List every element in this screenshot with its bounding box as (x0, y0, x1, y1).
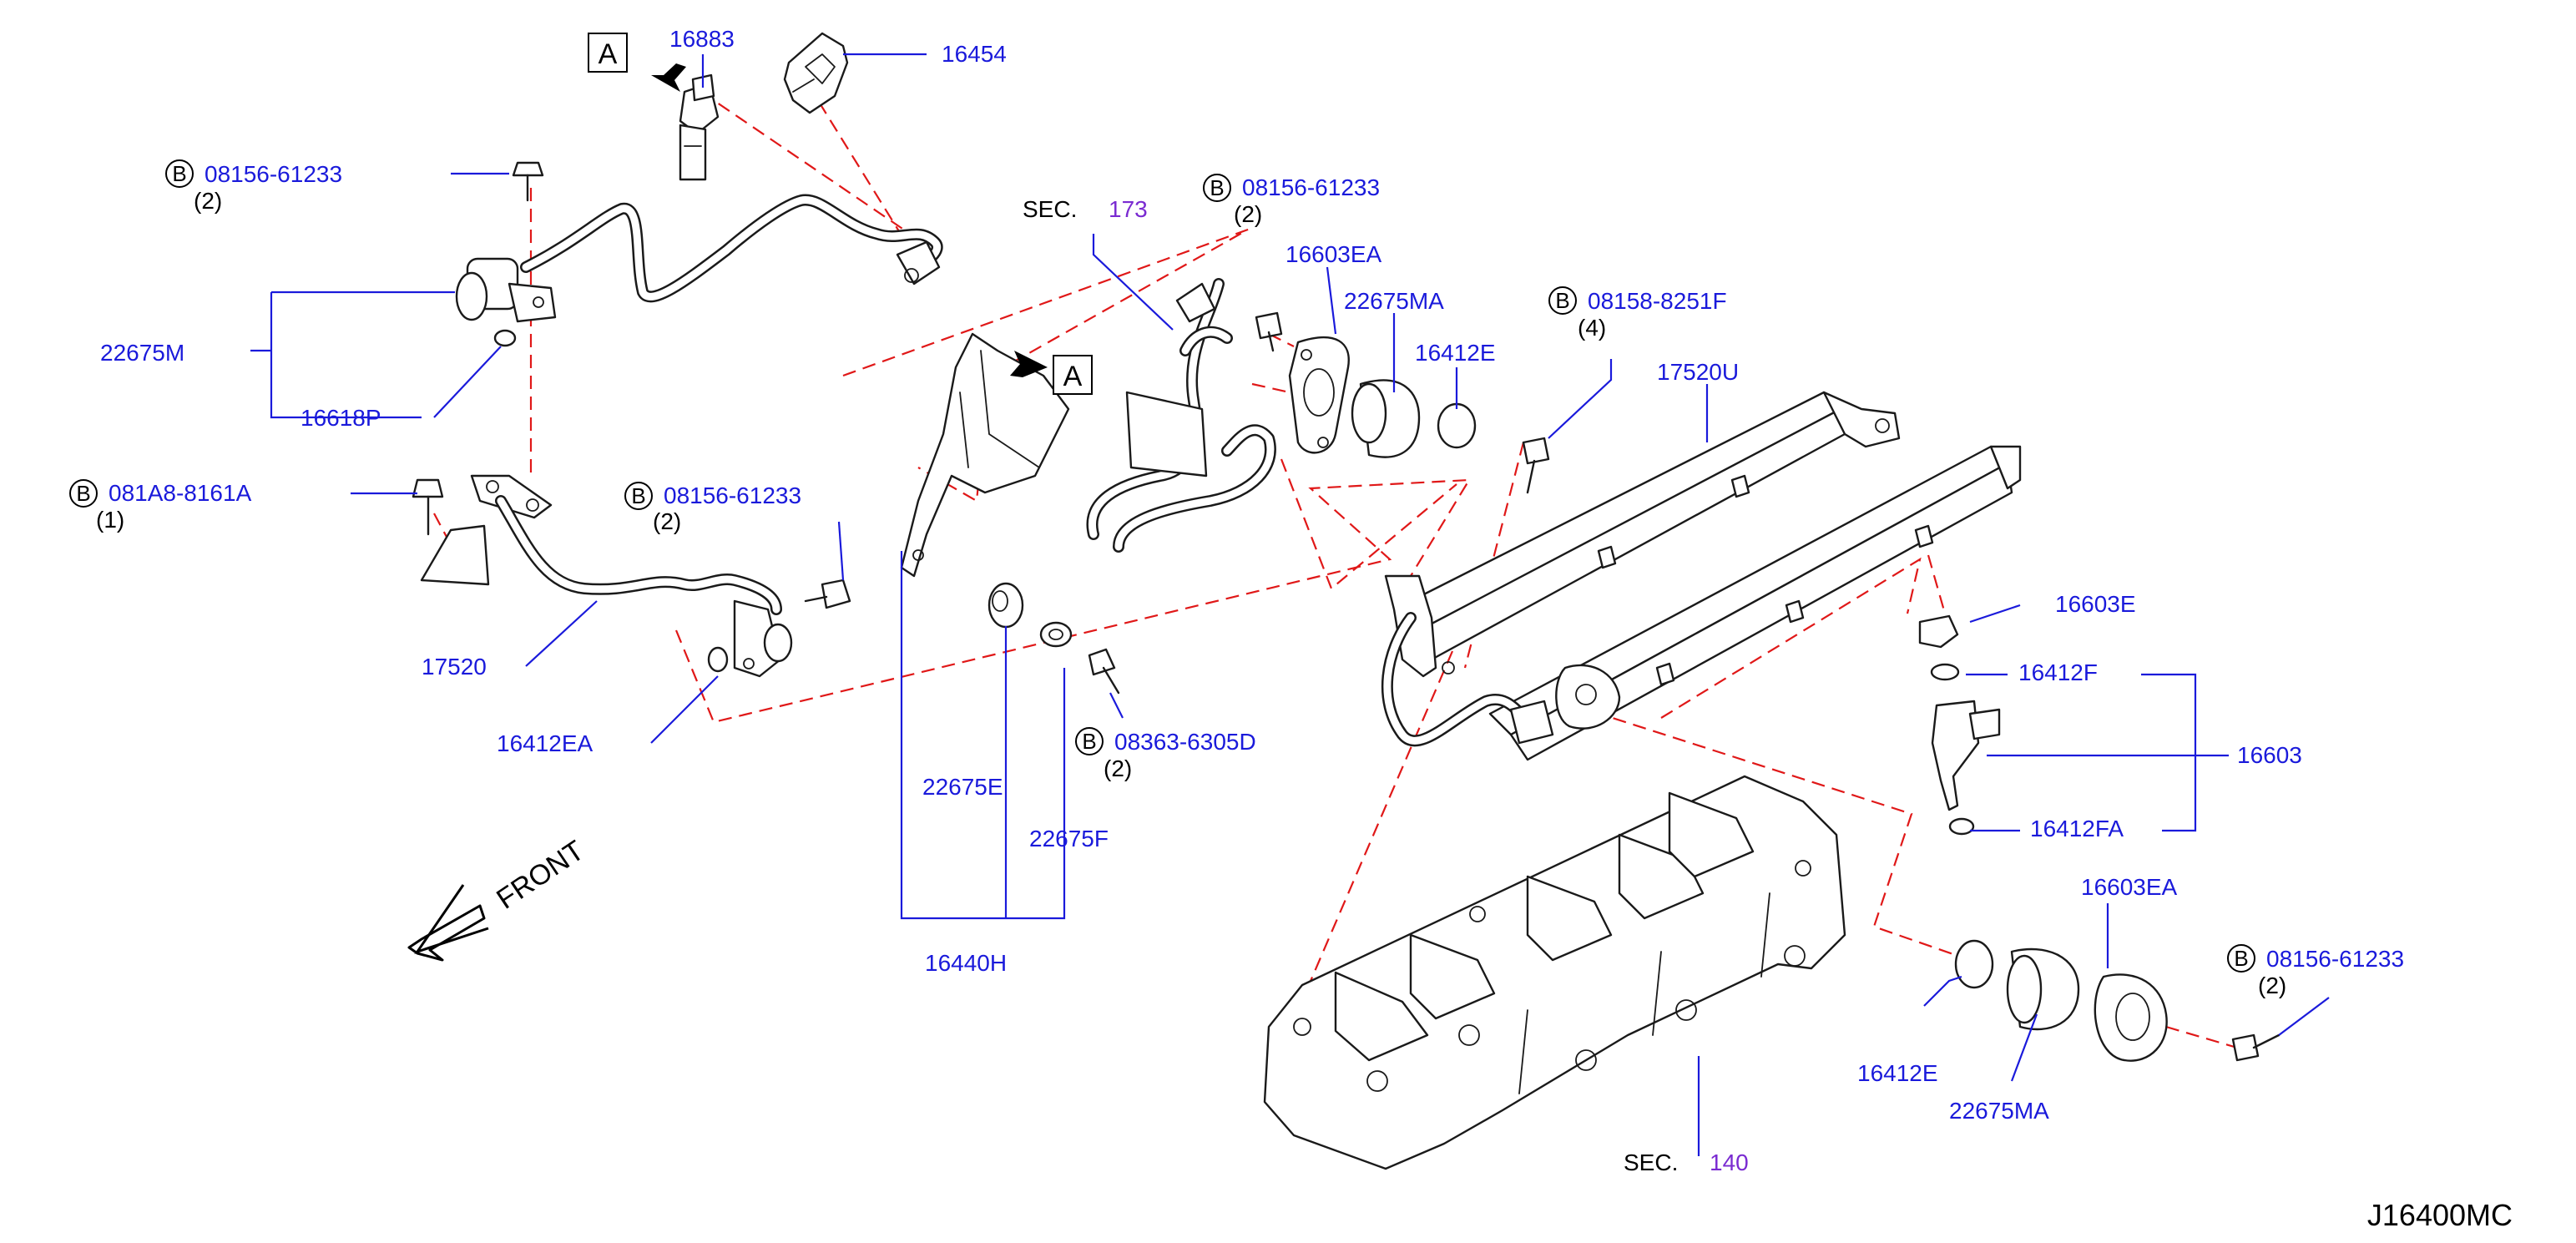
svg-text:B: B (1555, 288, 1569, 313)
part-drawings (412, 32, 2281, 1170)
svg-text:A: A (1063, 361, 1083, 392)
injector-16603 (1918, 614, 2001, 836)
bolt-label-1[interactable]: B 08156-61233 (2) (165, 159, 342, 214)
fuel-feed-pipes (1086, 278, 1276, 553)
clip-16454 (783, 32, 849, 114)
label-16440H[interactable]: 16440H (925, 950, 1007, 976)
svg-text:(2): (2) (1234, 201, 1262, 227)
alignment-lines (433, 66, 2238, 1049)
svg-text:(2): (2) (194, 188, 222, 214)
view-marker-a-mid: A (1010, 351, 1093, 395)
cover-plate-bottom (1954, 939, 2281, 1062)
svg-text:B: B (1210, 175, 1224, 200)
label-17520[interactable]: 17520 (422, 654, 487, 680)
label-16412FA[interactable]: 16412FA (2030, 816, 2124, 841)
section-ref-140[interactable]: SEC. 140 (1624, 1150, 1749, 1175)
bolt-label-2[interactable]: B 081A8-8161A (1) (69, 479, 252, 533)
label-16618P[interactable]: 16618P (301, 405, 381, 431)
bolt-label-3[interactable]: B 08156-61233 (2) (624, 482, 801, 534)
label-16603E[interactable]: 16603E (2055, 591, 2136, 617)
label-22675M[interactable]: 22675M (100, 340, 184, 366)
svg-text:08158-8251F: 08158-8251F (1588, 288, 1727, 314)
label-16412F[interactable]: 16412F (2018, 659, 2098, 685)
part-labels: 16883 16454 22675M 16618P 17520 16412EA … (100, 26, 2302, 1124)
label-16883[interactable]: 16883 (669, 26, 735, 52)
pressure-pipe-upper (455, 194, 943, 347)
fuel-rails (1381, 391, 2022, 761)
view-marker-a-top: A (588, 33, 686, 92)
svg-text:081A8-8161A: 081A8-8161A (109, 480, 252, 506)
svg-text:B: B (631, 483, 645, 508)
svg-text:B: B (172, 161, 186, 186)
svg-text:(4): (4) (1578, 315, 1606, 341)
svg-text:FRONT: FRONT (491, 835, 589, 916)
label-22675MA-bottom[interactable]: 22675MA (1949, 1098, 2049, 1124)
label-22675F[interactable]: 22675F (1029, 826, 1109, 851)
svg-text:08156-61233: 08156-61233 (664, 483, 801, 508)
bolt-label-5[interactable]: B 08158-8251F (4) (1548, 286, 1727, 341)
bracket-16440H (900, 332, 1120, 695)
label-22675MA-top[interactable]: 22675MA (1344, 288, 1444, 314)
section-ref-173[interactable]: SEC. 173 (1023, 196, 1148, 222)
svg-text:(2): (2) (1104, 755, 1132, 781)
svg-text:(1): (1) (96, 507, 124, 533)
label-16454[interactable]: 16454 (942, 41, 1007, 67)
label-16603EA-top[interactable]: 16603EA (1285, 241, 1382, 267)
clip-16883 (679, 73, 720, 181)
svg-text:(2): (2) (653, 508, 681, 534)
svg-text:140: 140 (1710, 1150, 1749, 1175)
label-16412EA[interactable]: 16412EA (497, 730, 593, 756)
label-22675E[interactable]: 22675E (922, 774, 1003, 800)
label-17520U[interactable]: 17520U (1657, 359, 1739, 385)
bolt-mid-left (412, 478, 444, 536)
cover-plate-top (1255, 311, 1477, 458)
pressure-pipe-lower (420, 474, 793, 678)
svg-text:08363-6305D: 08363-6305D (1114, 729, 1256, 755)
front-arrow: FRONT (407, 835, 590, 962)
bolt-rail (1522, 437, 1550, 494)
svg-text:173: 173 (1109, 196, 1148, 222)
svg-text:SEC.: SEC. (1624, 1150, 1678, 1175)
bolt-upper-left (512, 161, 544, 202)
svg-text:B: B (1082, 729, 1096, 754)
svg-text:B: B (2234, 946, 2248, 971)
label-16412E-top[interactable]: 16412E (1415, 340, 1496, 366)
svg-text:08156-61233: 08156-61233 (2266, 946, 2404, 972)
bolt-label-6[interactable]: B 08363-6305D (2) (1075, 727, 1256, 781)
svg-text:B: B (76, 481, 90, 506)
svg-text:(2): (2) (2258, 973, 2286, 998)
bolt-mid (804, 579, 851, 609)
label-16603EA-bottom[interactable]: 16603EA (2081, 874, 2178, 900)
label-16412E-bottom[interactable]: 16412E (1857, 1060, 1938, 1086)
svg-text:08156-61233: 08156-61233 (1242, 174, 1380, 200)
intake-manifold (1263, 775, 1846, 1170)
svg-text:SEC.: SEC. (1023, 196, 1077, 222)
svg-text:A: A (599, 38, 618, 70)
bolt-label-4[interactable]: B 08156-61233 (2) (1203, 174, 1380, 227)
diagram-code: J16400MC (2367, 1198, 2513, 1232)
bolt-label-7[interactable]: B 08156-61233 (2) (2227, 944, 2404, 998)
label-16603[interactable]: 16603 (2237, 742, 2302, 768)
svg-text:08156-61233: 08156-61233 (205, 161, 342, 187)
leader-lines (250, 53, 2330, 1156)
